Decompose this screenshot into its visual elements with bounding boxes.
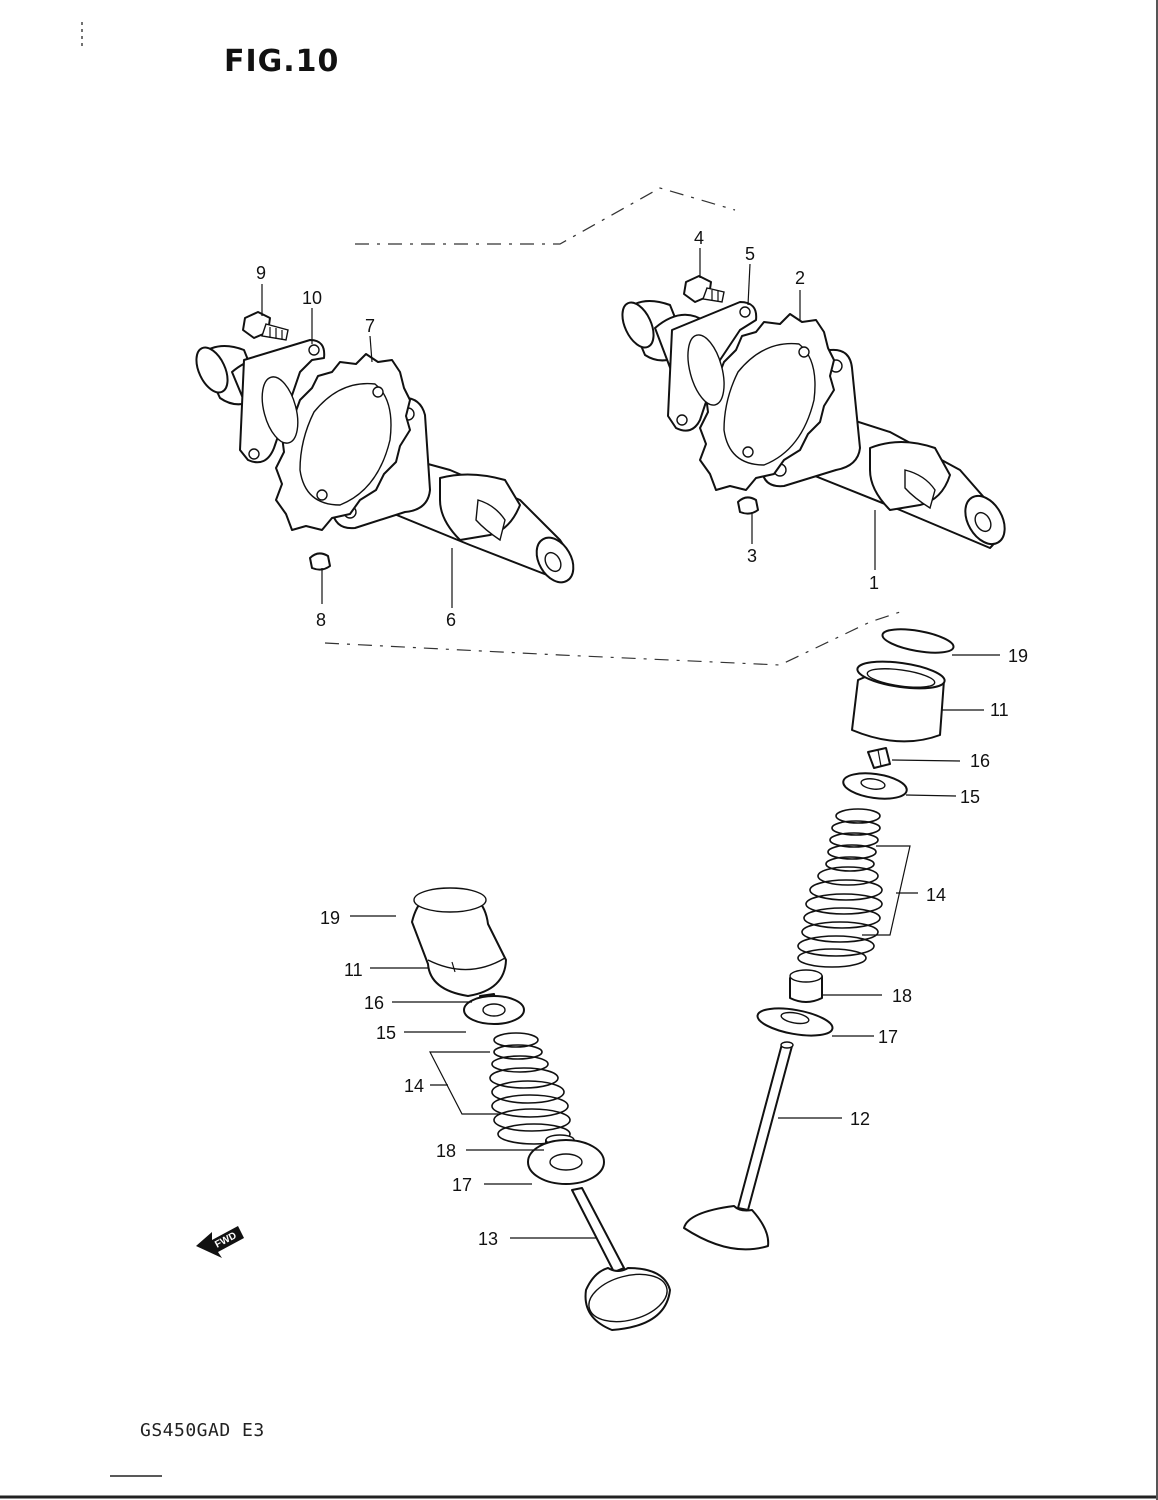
callout-18-right: 18: [892, 986, 912, 1006]
callout-6: 6: [446, 610, 456, 630]
callout-5: 5: [745, 244, 755, 264]
callout-3: 3: [747, 546, 757, 566]
callout-labels: 1 2 3 4 5 6 7 8 9 10 19 11 16 15 14 18 1…: [256, 228, 1028, 1249]
callout-13-left: 13: [478, 1229, 498, 1249]
figure-title: FIG.10: [224, 44, 340, 79]
callout-1: 1: [869, 573, 879, 593]
callout-19-left: 19: [320, 908, 340, 928]
fwd-direction-badge: FWD: [196, 1226, 244, 1258]
callout-16-left: 16: [364, 993, 384, 1013]
callout-11-left: 11: [344, 960, 363, 980]
assembly-phantom-outline: [324, 187, 901, 666]
callout-4: 4: [694, 228, 704, 248]
valve-assembly-right: [683, 628, 955, 1251]
callout-14-left: 14: [404, 1076, 424, 1096]
callout-8: 8: [316, 610, 326, 630]
model-code: GS450GAD E3: [140, 1420, 265, 1441]
camshaft-left-exhaust: [195, 311, 575, 584]
callout-16-right: 16: [970, 751, 990, 771]
callout-17-left: 17: [452, 1175, 472, 1195]
callout-10: 10: [302, 288, 322, 308]
callout-9: 9: [256, 263, 266, 283]
callout-7: 7: [365, 316, 375, 336]
callout-15-right: 15: [960, 787, 980, 807]
callout-14-right: 14: [926, 885, 946, 905]
callout-12-right: 12: [850, 1109, 870, 1129]
valve-assembly-left: [411, 887, 671, 1331]
callout-19-right: 19: [1008, 646, 1028, 666]
callout-11-right: 11: [990, 700, 1009, 720]
callout-17-right: 17: [878, 1027, 898, 1047]
leader-lines: [261, 248, 1000, 1239]
callout-18-left: 18: [436, 1141, 456, 1161]
callout-15-left: 15: [376, 1023, 396, 1043]
callout-2: 2: [795, 268, 805, 288]
camshaft-right-intake: [621, 275, 1006, 549]
